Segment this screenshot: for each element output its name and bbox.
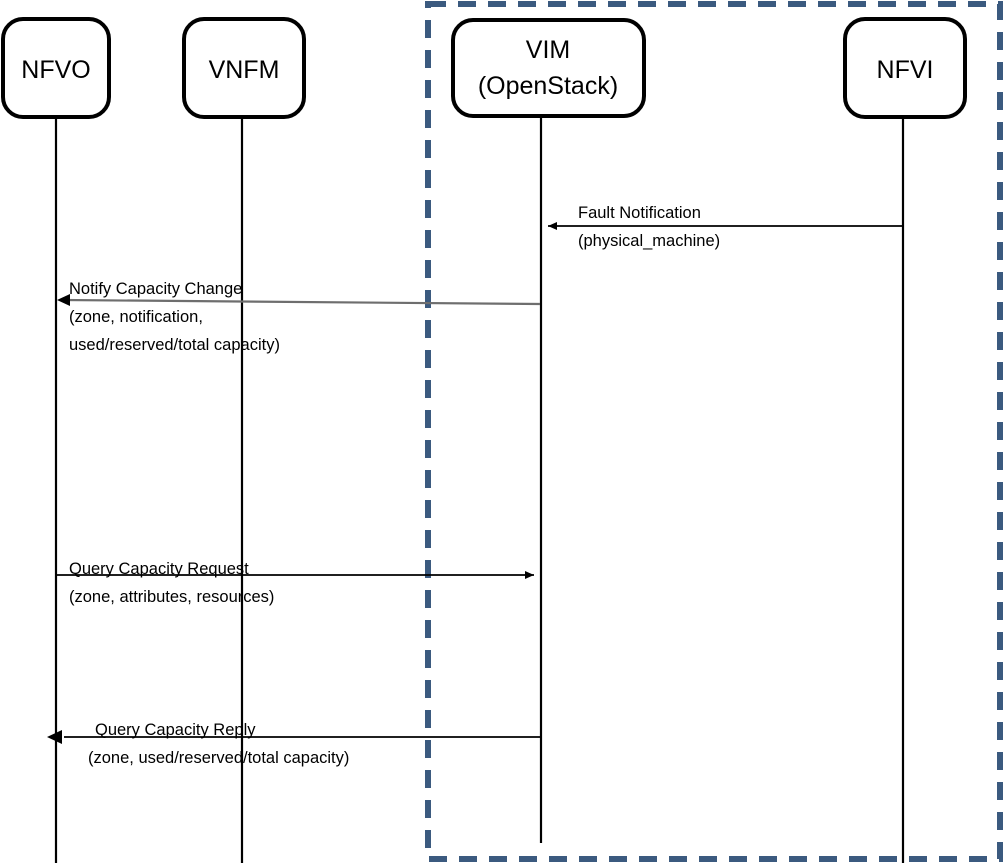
actor-label-nfvo: NFVO [21,56,90,84]
actor-box-nfvo[interactable]: NFVO [1,17,111,119]
actor-box-vim[interactable]: VIM (OpenStack) [451,18,646,118]
message-label-notify-capacity-change-line2: (zone, notification, [69,308,203,326]
message-label-query-capacity-request-line1: Query Capacity Request [69,560,249,578]
actor-rect-vim [451,18,646,118]
message-arrowhead-query-capacity-reply [47,730,62,744]
actor-label-vim-line1: VIM [526,36,570,64]
message-label-query-capacity-request-line2: (zone, attributes, resources) [69,588,274,606]
message-arrow-notify-capacity-change [63,298,541,306]
message-label-notify-capacity-change-line3: used/reserved/total capacity) [69,336,280,354]
message-query-capacity-request[interactable]: Query Capacity Request (zone, attributes… [57,560,534,606]
message-label-fault-notification-line1: Fault Notification [578,204,701,222]
message-fault-notification[interactable]: Fault Notification (physical_machine) [548,204,902,250]
message-label-query-capacity-reply-line2: (zone, used/reserved/total capacity) [88,749,349,767]
message-notify-capacity-change[interactable]: Notify Capacity Change (zone, notificati… [57,280,541,354]
message-query-capacity-reply[interactable]: Query Capacity Reply (zone, used/reserve… [47,721,540,767]
actor-rect-nfvo [1,17,111,119]
message-label-query-capacity-reply-line1: Query Capacity Reply [95,721,256,739]
actor-box-nfvi[interactable]: NFVI [843,17,967,119]
vim-nfvi-domain-boundary [425,1,1003,862]
message-label-fault-notification-line2: (physical_machine) [578,232,720,250]
actor-label-nfvi: NFVI [877,56,934,84]
actor-label-vnfm: VNFM [209,56,280,84]
message-label-notify-capacity-change-line1: Notify Capacity Change [69,280,242,298]
actor-label-vim-line2: (OpenStack) [478,72,618,100]
actor-rect-vnfm [182,17,306,119]
message-arrowhead-notify-capacity-change [57,294,70,306]
actor-box-vnfm[interactable]: VNFM [182,17,306,119]
actor-rect-nfvi [843,17,967,119]
